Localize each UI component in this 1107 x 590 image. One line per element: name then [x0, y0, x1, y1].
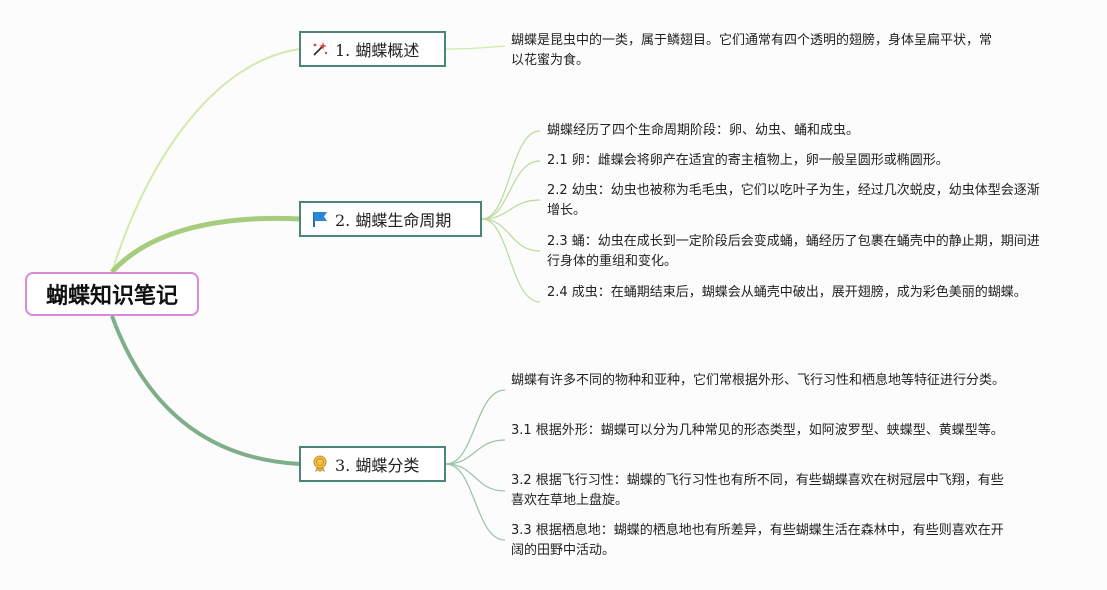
note-line-3-3 [445, 463, 506, 541]
note-line-2-4 [481, 218, 541, 303]
note-line-1 [445, 45, 506, 50]
note-overview: 蝴蝶是昆虫中的一类，属于鳞翅目。它们通常有四个透明的翅膀，身体呈扁平状，常以花蜜… [511, 33, 993, 68]
note-line-2-2 [481, 199, 541, 220]
note-line-3-1 [445, 439, 506, 465]
award-ribbon-icon [311, 455, 329, 473]
note-line-3-0 [445, 389, 506, 465]
flag-icon [311, 210, 329, 228]
branch-line-1 [111, 48, 301, 273]
note-by-flight: 3.2 根据飞行习性：蝴蝶的飞行习性也有所不同，有些蝴蝶喜欢在树冠层中飞翔，有些… [511, 473, 1004, 508]
note-classification-intro: 蝴蝶有许多不同的物种和亚种，它们常根据外形、飞行习性和栖息地等特征进行分类。 [511, 373, 1006, 388]
magic-wand-icon [311, 40, 329, 58]
note-larva: 2.2 幼虫：幼虫也被称为毛毛虫，它们以吃叶子为生，经过几次蜕皮，幼虫体型会逐渐… [547, 183, 1040, 218]
note-line-3-2 [445, 463, 506, 492]
topic-overview[interactable]: 1. 蝴蝶概述 [299, 31, 446, 67]
note-line-2-0 [481, 130, 541, 220]
topic-classification[interactable]: 3. 蝴蝶分类 [299, 446, 446, 482]
root-label: 蝴蝶知识笔记 [45, 284, 178, 309]
topic-label: 2. 蝴蝶生命周期 [335, 211, 452, 230]
topic-label: 1. 蝴蝶概述 [335, 41, 420, 60]
note-adult: 2.4 成虫：在蛹期结束后，蝴蝶会从蛹壳中破出，展开翅膀，成为彩色美丽的蝴蝶。 [547, 285, 1027, 300]
topic-label: 3. 蝴蝶分类 [335, 456, 420, 475]
branch-line-2 [110, 215, 301, 274]
note-by-habitat: 3.3 根据栖息地：蝴蝶的栖息地也有所差异，有些蝴蝶生活在森林中，有些则喜欢在开… [511, 523, 1004, 558]
branch-line-3 [110, 315, 301, 466]
note-line-2-3 [481, 218, 541, 252]
root-topic[interactable]: 蝴蝶知识笔记 [25, 272, 199, 316]
note-egg: 2.1 卵：雌蝶会将卵产在适宜的寄主植物上，卵一般呈圆形或椭圆形。 [547, 153, 949, 168]
topic-life-cycle[interactable]: 2. 蝴蝶生命周期 [299, 201, 482, 237]
note-life-cycle-intro: 蝴蝶经历了四个生命周期阶段：卵、幼虫、蛹和成虫。 [547, 123, 860, 138]
note-by-shape: 3.1 根据外形：蝴蝶可以分为几种常见的形态类型，如阿波罗型、蛱蝶型、黄蝶型等。 [511, 423, 1004, 438]
note-pupa: 2.3 蛹：幼虫在成长到一定阶段后会变成蛹，蛹经历了包裹在蛹壳中的静止期，期间进… [547, 234, 1040, 269]
note-line-2-1 [481, 160, 541, 220]
